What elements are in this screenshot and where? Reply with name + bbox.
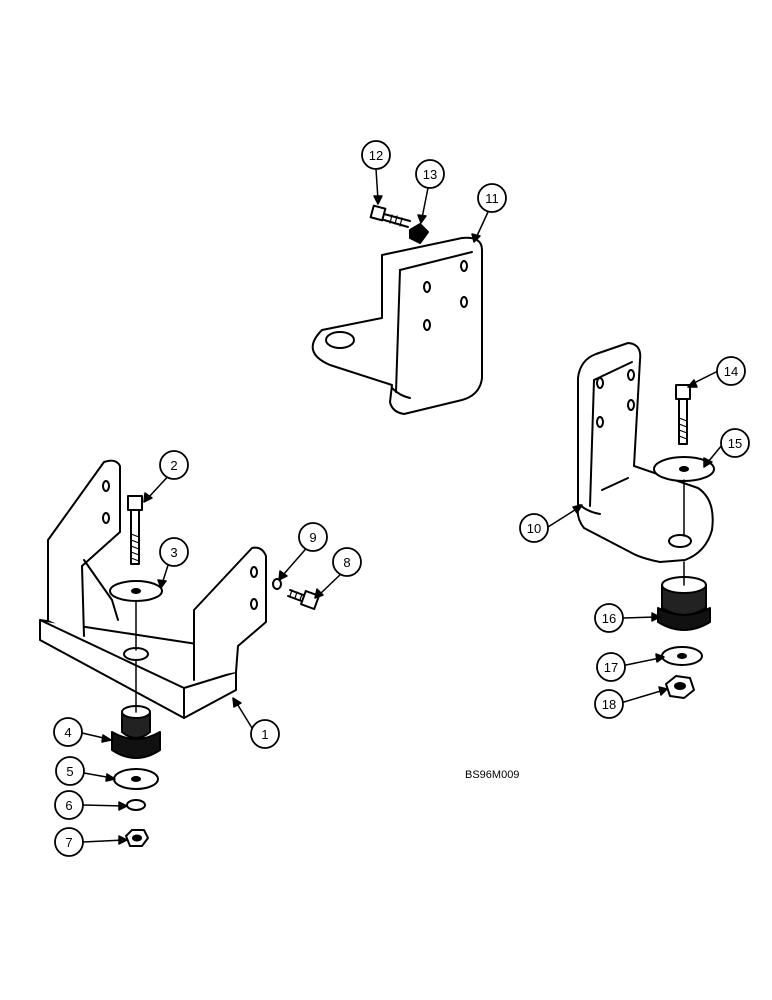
callout-13: 13 [415, 159, 445, 189]
callout-10: 10 [519, 513, 549, 543]
callout-5: 5 [55, 756, 85, 786]
nut-13 [409, 223, 429, 244]
svg-text:9: 9 [309, 530, 316, 545]
callout-14: 14 [716, 356, 746, 386]
svg-text:16: 16 [602, 611, 616, 626]
isolator-4 [111, 659, 161, 759]
callout-6: 6 [54, 790, 84, 820]
svg-text:11: 11 [485, 191, 499, 206]
svg-text:2: 2 [170, 458, 177, 473]
callout-12: 12 [361, 140, 391, 170]
svg-text:8: 8 [343, 555, 350, 570]
svg-text:13: 13 [423, 167, 437, 182]
bolt-12 [369, 204, 411, 228]
bracket-1 [39, 459, 267, 719]
callout-3: 3 [159, 537, 189, 567]
svg-text:18: 18 [602, 697, 616, 712]
svg-text:10: 10 [527, 521, 541, 536]
callout-8: 8 [332, 547, 362, 577]
svg-text:15: 15 [728, 436, 742, 451]
svg-text:12: 12 [369, 148, 383, 163]
svg-text:6: 6 [65, 798, 72, 813]
bracket-10 [576, 342, 714, 563]
lockwasher-9 [272, 578, 282, 590]
leader-lines [81, 168, 723, 845]
callout-7: 7 [54, 827, 84, 857]
isolator-16 [657, 561, 711, 631]
svg-text:3: 3 [170, 545, 177, 560]
callout-17: 17 [596, 652, 626, 682]
callout-1: 1 [250, 719, 280, 749]
callout-11: 11 [477, 183, 507, 213]
svg-text:1: 1 [261, 727, 268, 742]
callout-16: 16 [594, 603, 624, 633]
callout-4: 4 [53, 717, 83, 747]
bolt-2 [127, 495, 143, 565]
callout-18: 18 [594, 689, 624, 719]
lockwasher-6 [126, 799, 146, 811]
callout-9: 9 [298, 522, 328, 552]
callout-2: 2 [159, 450, 189, 480]
bolt-8 [287, 589, 320, 610]
svg-text:5: 5 [66, 764, 73, 779]
bolt-14 [675, 384, 691, 445]
svg-text:4: 4 [64, 725, 71, 740]
reference-code: BS96M009 [465, 769, 519, 781]
svg-text:7: 7 [65, 835, 72, 850]
svg-text:17: 17 [604, 660, 618, 675]
callout-15: 15 [720, 428, 750, 458]
svg-text:14: 14 [724, 364, 738, 379]
bracket-11 [311, 236, 483, 415]
